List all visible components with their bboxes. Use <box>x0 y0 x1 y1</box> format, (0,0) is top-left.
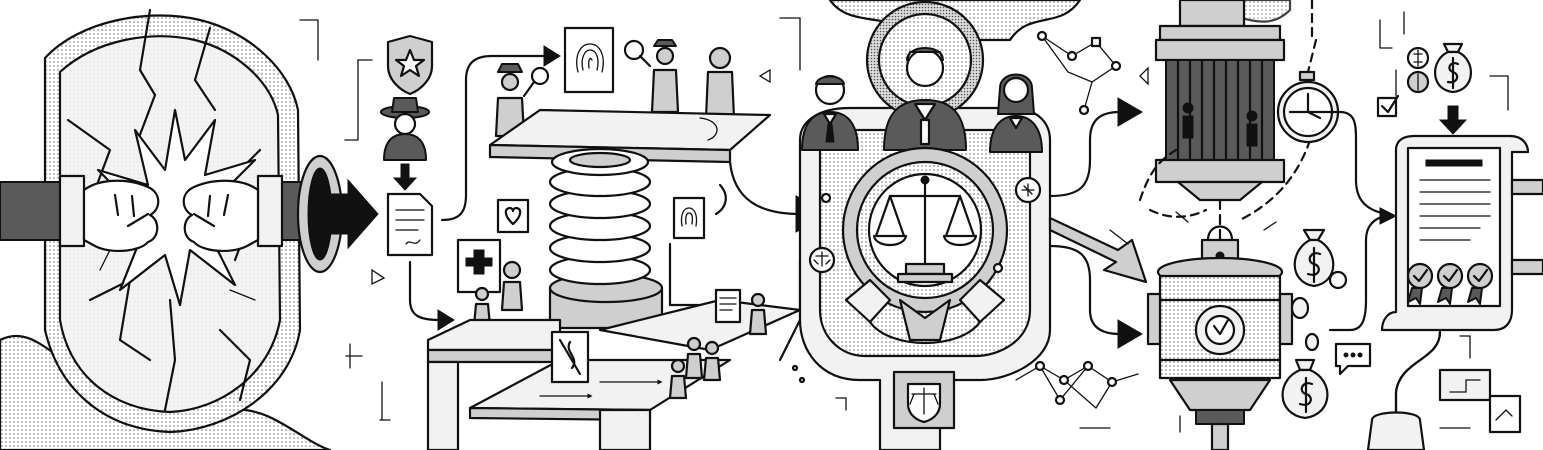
pipe-outlet-icon <box>296 154 379 274</box>
swirl-line <box>714 183 727 216</box>
down-arrow-icon <box>392 163 418 191</box>
money-bag-lower-icon <box>1281 358 1329 420</box>
fingerprint-card-icon <box>672 196 706 240</box>
award-seal-icon <box>1406 262 1494 305</box>
coins-icon <box>1406 46 1430 94</box>
judge-icon <box>883 47 967 151</box>
coin-icon <box>1290 270 1348 352</box>
checkbox-icon <box>1376 69 1400 118</box>
detective-icon <box>380 97 430 161</box>
scales-of-justice-icon <box>841 146 1009 314</box>
sentencing-panel <box>1015 0 1372 450</box>
police-badge-icon <box>386 34 434 96</box>
fingerprint-document-icon <box>563 26 615 94</box>
decorative-accents <box>345 11 1471 433</box>
connector-line <box>344 59 373 141</box>
court-pillars <box>844 278 1006 345</box>
lower-platform <box>426 298 802 450</box>
left-clenched-fist-icon <box>0 174 160 252</box>
crowd-figures <box>668 292 768 400</box>
heart-icon <box>496 198 530 234</box>
right-clenched-fist-icon <box>182 174 316 252</box>
doctor-figures <box>472 260 524 328</box>
evidence-document-icon <box>386 192 434 257</box>
chain-icon <box>1138 0 1318 272</box>
justice-badge-icon <box>892 370 956 430</box>
resolution-panel <box>1288 42 1543 450</box>
spring-coil-icon <box>548 147 664 330</box>
document-stack-icon <box>714 288 742 324</box>
corner-bracket <box>1489 75 1509 111</box>
stopwatch-icon <box>1276 70 1340 144</box>
side-pipes <box>1510 178 1543 276</box>
medical-chart-icon <box>456 238 502 294</box>
output-hose <box>1366 330 1442 450</box>
small-emblem-icon <box>1014 176 1042 204</box>
investigation-panel <box>344 26 834 450</box>
network-graph <box>1015 30 1139 409</box>
trial-panel <box>798 0 1052 450</box>
down-arrow-icon <box>1438 105 1468 135</box>
lawyer-male-icon <box>801 74 859 151</box>
small-document-icon <box>1438 368 1522 434</box>
certificate-scroll-icon <box>1380 134 1530 332</box>
speech-bubble-icon <box>1334 342 1372 376</box>
upper-platform <box>488 108 772 164</box>
person-figure <box>704 46 736 120</box>
prison-cell-icon <box>1154 0 1286 202</box>
inspector-figure <box>623 39 680 114</box>
engine-machine-icon <box>1146 256 1294 450</box>
money-bag-icon <box>1293 228 1335 288</box>
small-scales-icon <box>808 246 836 274</box>
lawyer-female-icon <box>989 73 1043 153</box>
money-bag-top-icon <box>1434 42 1472 94</box>
conflict-panel <box>0 8 379 434</box>
sketch-document-icon <box>550 330 590 384</box>
impact-burst-icon <box>93 108 264 307</box>
